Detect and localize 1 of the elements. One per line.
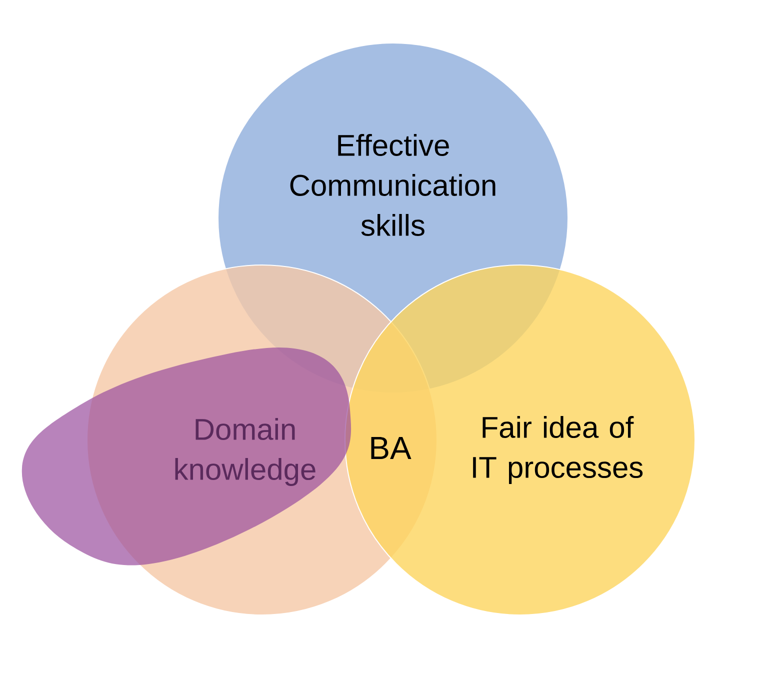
center-label: BA [371,437,412,459]
